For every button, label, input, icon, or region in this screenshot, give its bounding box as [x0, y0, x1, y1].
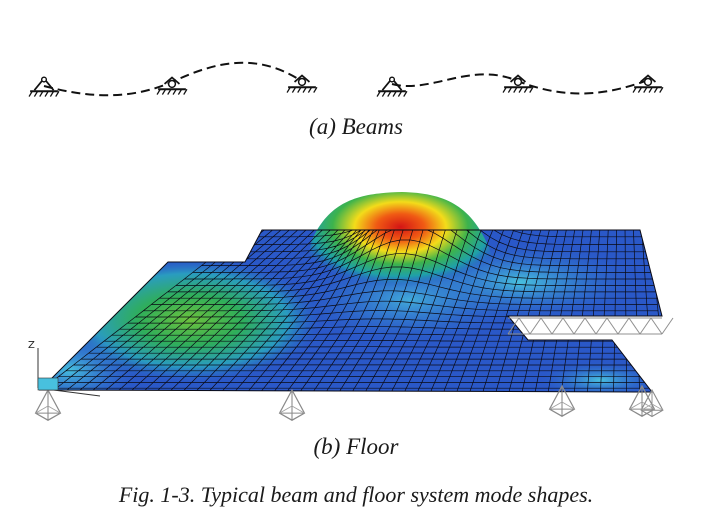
pyramid-support-icon — [278, 389, 306, 421]
peak-mode-bulge — [309, 192, 492, 292]
caption-floor: (b) Floor — [313, 434, 399, 459]
pyramid-support-icon — [34, 389, 62, 421]
beam-left-mode-shape — [43, 61, 301, 97]
z-axis-label: Z — [28, 340, 35, 351]
beams-diagram — [28, 61, 664, 98]
roller-support-icon — [286, 74, 318, 94]
floor-diagram: Z — [28, 192, 674, 421]
pin-support-icon — [376, 76, 408, 98]
roller-support-icon — [632, 74, 664, 94]
beam-right-mode-shape — [391, 73, 649, 95]
caption-beams: (a) Beams — [309, 114, 403, 139]
figure-caption: Fig. 1-3. Typical beam and floor system … — [118, 482, 594, 507]
axis-triad: Z — [28, 340, 101, 397]
floor-outline — [38, 229, 663, 393]
pyramid-support-icon — [640, 389, 664, 418]
near-corner-zone — [40, 330, 140, 392]
truss-icon — [507, 317, 674, 335]
